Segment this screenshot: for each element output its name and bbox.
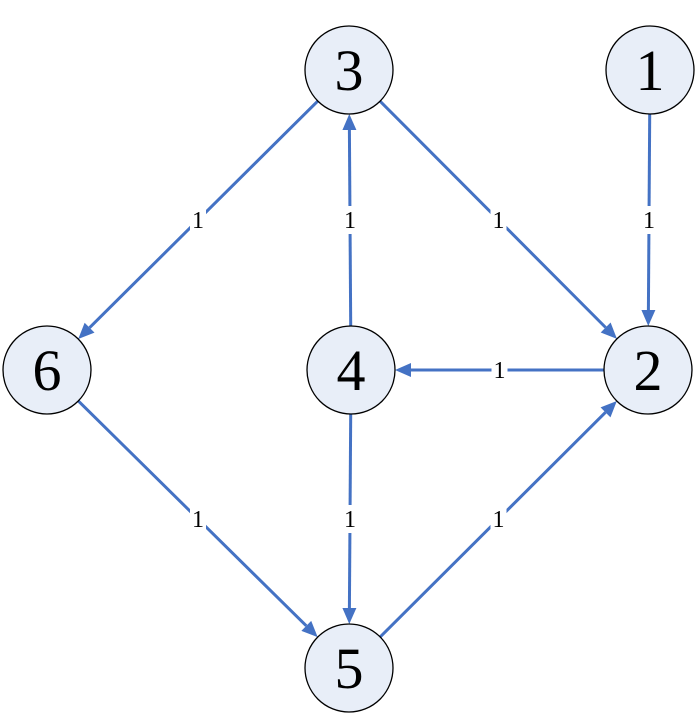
edge-label-background bbox=[491, 356, 508, 384]
node-circle bbox=[603, 325, 693, 415]
arrowhead-icon bbox=[78, 322, 95, 339]
node-circle bbox=[304, 25, 394, 115]
node-label: 3 bbox=[335, 38, 364, 103]
edge-3-to-2: 1 bbox=[378, 100, 617, 339]
edge-4-to-3: 1 bbox=[342, 113, 358, 327]
node-4: 4 bbox=[306, 325, 396, 415]
arrowhead-icon bbox=[641, 309, 656, 327]
node-1: 1 bbox=[605, 25, 695, 115]
arrowhead-icon bbox=[600, 401, 617, 418]
node-circle bbox=[304, 623, 394, 713]
node-5: 5 bbox=[304, 623, 394, 713]
node-3: 3 bbox=[304, 25, 394, 115]
edge-1-to-2: 1 bbox=[641, 113, 657, 327]
edge-3-to-6: 1 bbox=[78, 99, 319, 339]
edge-weight-label: 1 bbox=[643, 208, 655, 234]
nodes-layer: 1 2 3 4 5 6 bbox=[2, 25, 695, 713]
edge-weight-label: 1 bbox=[344, 507, 356, 533]
arrowhead-icon bbox=[301, 620, 318, 638]
edge-5-to-2: 1 bbox=[379, 401, 617, 639]
arrowhead-icon bbox=[342, 113, 357, 131]
arrowhead-icon bbox=[342, 607, 357, 625]
node-6: 6 bbox=[2, 325, 92, 415]
node-2: 2 bbox=[603, 325, 693, 415]
node-label: 6 bbox=[33, 338, 62, 403]
edge-weight-label: 1 bbox=[192, 208, 204, 234]
node-label: 4 bbox=[337, 338, 366, 403]
edge-weight-label: 1 bbox=[493, 507, 505, 533]
arrowhead-icon bbox=[395, 363, 411, 377]
edge-weight-label: 1 bbox=[493, 208, 505, 234]
edge-label-background bbox=[342, 206, 358, 234]
edge-label-background bbox=[342, 505, 358, 533]
node-label: 2 bbox=[634, 338, 663, 403]
edge-6-to-5: 1 bbox=[77, 399, 318, 638]
edge-2-to-4: 1 bbox=[395, 356, 604, 384]
node-label: 5 bbox=[335, 636, 364, 701]
edge-label-background bbox=[190, 505, 206, 533]
edge-weight-label: 1 bbox=[344, 208, 356, 234]
edge-label-background bbox=[490, 505, 507, 533]
node-label: 1 bbox=[636, 38, 665, 103]
edge-label-background bbox=[190, 206, 206, 234]
node-circle bbox=[2, 325, 92, 415]
edge-weight-label: 1 bbox=[192, 507, 204, 533]
edge-4-to-5: 1 bbox=[342, 413, 358, 625]
edge-label-background bbox=[490, 206, 507, 234]
edge-label-background bbox=[641, 206, 657, 234]
node-circle bbox=[605, 25, 695, 115]
edge-weight-label: 1 bbox=[494, 358, 506, 384]
arrowhead-icon bbox=[600, 322, 617, 339]
node-circle bbox=[306, 325, 396, 415]
edges-layer: 1 1 1 1 1 1 1 1 bbox=[77, 99, 657, 639]
